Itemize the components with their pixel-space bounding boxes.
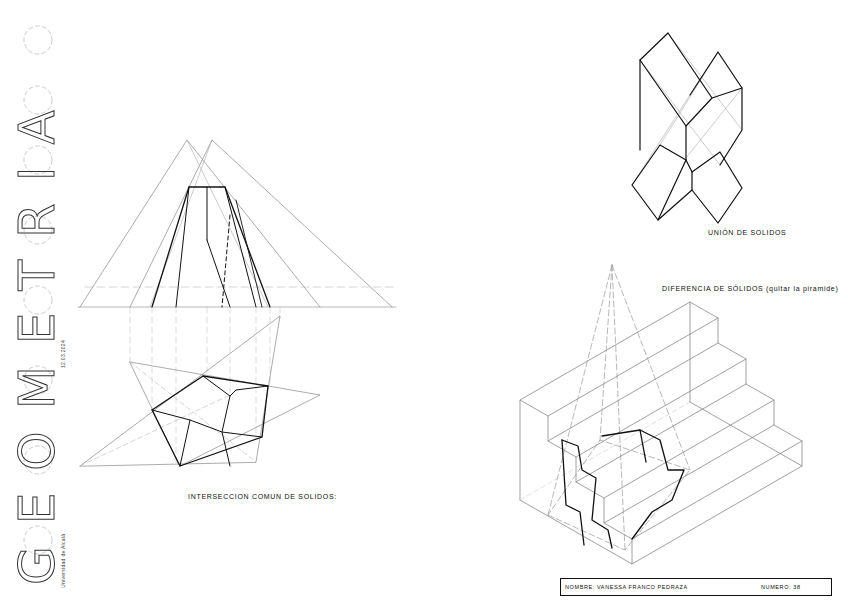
- sheet-note: 12.03.2024: [60, 340, 66, 368]
- sheet-note: Universidad de Alcalá: [60, 534, 66, 588]
- number-field: NUMERO: 38: [761, 584, 801, 590]
- title-block: NOMBRE: VANESSA FRANCO PEDRAZA NUMERO: 38: [560, 578, 832, 596]
- view-caption: DIFERENCIA DE SÓLIDOS (quitar la piramid…: [662, 285, 838, 292]
- name-field: NOMBRE: VANESSA FRANCO PEDRAZA: [565, 584, 688, 590]
- view-caption: INTERSECCION COMUN DE SOLIDOS:: [188, 493, 337, 500]
- sheet-title: GEOMETRIA: [8, 88, 66, 585]
- view-caption: UNIÓN DE SOLIDOS: [708, 229, 787, 236]
